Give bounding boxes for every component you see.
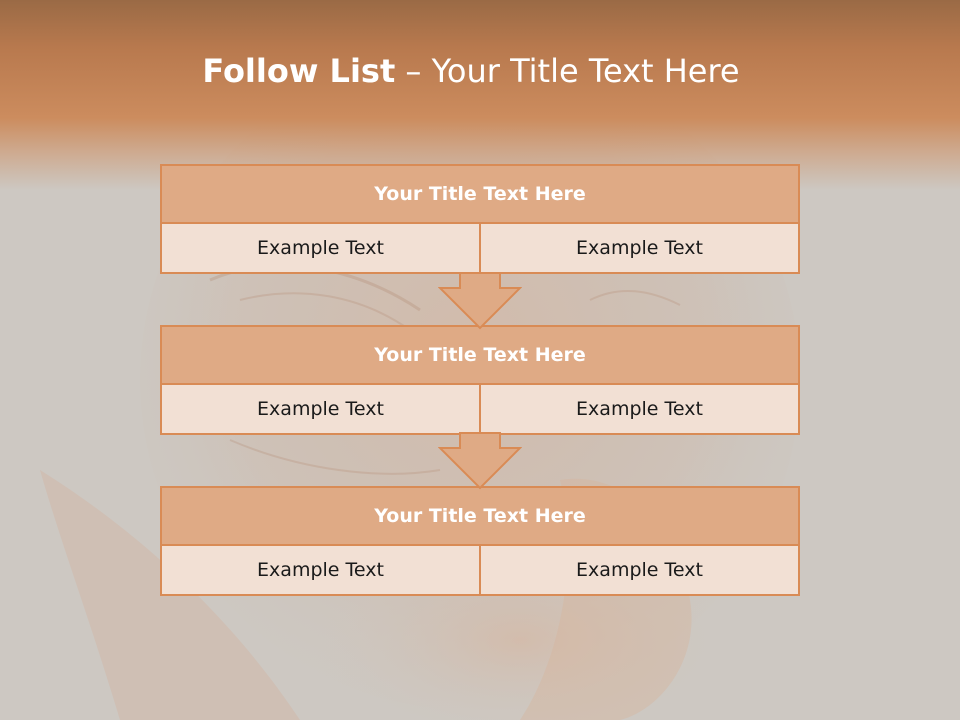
block-title: Your Title Text Here — [162, 166, 798, 224]
block-row: Example Text Example Text — [162, 385, 798, 433]
block-row: Example Text Example Text — [162, 546, 798, 594]
down-arrow-icon — [438, 272, 522, 330]
down-arrow-icon — [438, 432, 522, 490]
block-title: Your Title Text Here — [162, 327, 798, 385]
block-cell-left: Example Text — [257, 398, 384, 420]
header-band — [0, 0, 960, 190]
block-title: Your Title Text Here — [162, 488, 798, 546]
block-cell-right: Example Text — [479, 546, 798, 594]
list-block-3: Your Title Text Here Example Text Exampl… — [160, 486, 800, 596]
block-cell-right: Example Text — [479, 385, 798, 433]
block-cell-left: Example Text — [257, 237, 384, 259]
slide-title-bold: Follow List — [202, 52, 396, 90]
block-cell-left: Example Text — [257, 559, 384, 581]
block-row: Example Text Example Text — [162, 224, 798, 272]
slide-title-rest: – Your Title Text Here — [395, 52, 740, 90]
slide-title: Follow List – Your Title Text Here — [0, 52, 942, 90]
block-cell-right: Example Text — [479, 224, 798, 272]
list-block-1: Your Title Text Here Example Text Exampl… — [160, 164, 800, 274]
list-block-2: Your Title Text Here Example Text Exampl… — [160, 325, 800, 435]
